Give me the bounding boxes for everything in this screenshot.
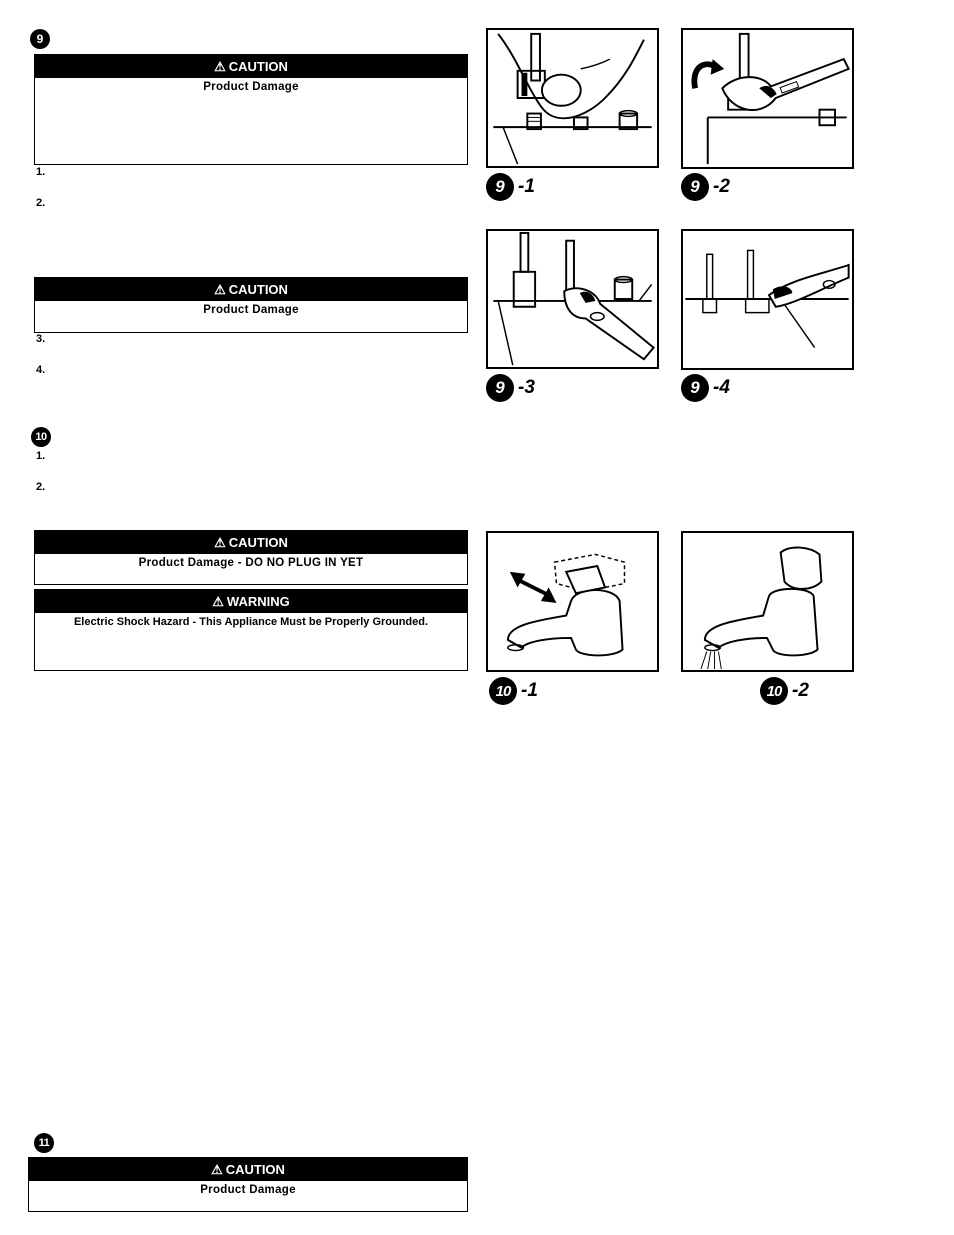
list-number: 4. bbox=[36, 364, 46, 376]
figure-9-1-label: 9 -1 bbox=[486, 173, 535, 201]
step-11-badge: 11 bbox=[34, 1133, 54, 1153]
warning-triangle-icon: ⚠ bbox=[214, 58, 226, 74]
warning-triangle-icon: ⚠ bbox=[214, 534, 226, 550]
pliers-connection-illustration bbox=[685, 249, 850, 349]
figure-number-badge: 10 bbox=[489, 677, 517, 705]
list-number: 3. bbox=[36, 333, 46, 345]
figure-suffix: -1 bbox=[518, 176, 535, 197]
figure-9-4-label: 9 -4 bbox=[681, 374, 730, 402]
figure-10-1 bbox=[486, 531, 659, 672]
figure-suffix: -2 bbox=[792, 680, 809, 701]
caution-title: CAUTION bbox=[225, 1162, 285, 1177]
caution-header: ⚠ CAUTION bbox=[35, 55, 467, 78]
step-10-badge: 10 bbox=[31, 427, 51, 447]
faucet-handle-move-illustration bbox=[506, 553, 626, 657]
list-number: 1. bbox=[36, 450, 46, 462]
warning-header: ⚠ WARNING bbox=[35, 590, 467, 613]
step-9-number: 9 bbox=[36, 32, 44, 46]
figure-number-badge: 9 bbox=[681, 173, 709, 201]
list-number: 1. bbox=[36, 166, 46, 178]
caution-header: ⚠ CAUTION bbox=[35, 531, 467, 554]
figure-9-2 bbox=[681, 28, 854, 169]
figure-suffix: -3 bbox=[518, 377, 535, 398]
warning-triangle-icon: ⚠ bbox=[211, 1161, 223, 1177]
faucet-running-illustration bbox=[700, 546, 823, 670]
figure-suffix: -1 bbox=[521, 680, 538, 701]
caution-title: CAUTION bbox=[228, 535, 288, 550]
list-number: 2. bbox=[36, 481, 46, 493]
figure-10-2-label: 10 -2 bbox=[760, 677, 809, 705]
figure-number-badge: 10 bbox=[760, 677, 788, 705]
caution-box-2: ⚠ CAUTION Product Damage bbox=[34, 277, 468, 333]
figure-number-badge: 9 bbox=[681, 374, 709, 402]
figure-9-2-label: 9 -2 bbox=[681, 173, 730, 201]
warning-title: WARNING bbox=[226, 594, 290, 609]
figure-number-badge: 9 bbox=[486, 374, 514, 402]
wrench-tighten-illustration bbox=[691, 32, 850, 165]
figure-10-1-label: 10 -1 bbox=[489, 677, 538, 705]
figure-9-1 bbox=[486, 28, 659, 168]
step-9-badge: 9 bbox=[30, 29, 50, 49]
caution-header: ⚠ CAUTION bbox=[35, 278, 467, 301]
warning-triangle-icon: ⚠ bbox=[212, 593, 224, 609]
wrench-hold-illustration bbox=[493, 231, 655, 366]
step-10-number: 10 bbox=[35, 431, 47, 443]
caution-box-4: ⚠ CAUTION Product Damage bbox=[28, 1157, 468, 1212]
hex-key-hand-illustration bbox=[493, 32, 652, 165]
caution-box-3: ⚠ CAUTION Product Damage - DO NO PLUG IN… bbox=[34, 530, 468, 585]
figure-suffix: -2 bbox=[713, 176, 730, 197]
caution-subtitle: Product Damage - DO NO PLUG IN YET bbox=[138, 557, 364, 569]
warning-subtitle: Electric Shock Hazard - This Appliance M… bbox=[73, 616, 429, 628]
figure-9-4 bbox=[681, 229, 854, 370]
caution-subtitle: Product Damage bbox=[200, 1184, 296, 1196]
list-number: 2. bbox=[36, 197, 46, 209]
caution-header: ⚠ CAUTION bbox=[29, 1158, 467, 1181]
caution-title: CAUTION bbox=[228, 59, 288, 74]
caution-box-1: ⚠ CAUTION Product Damage bbox=[34, 54, 468, 165]
figure-number-badge: 9 bbox=[486, 173, 514, 201]
warning-triangle-icon: ⚠ bbox=[214, 281, 226, 297]
caution-title: CAUTION bbox=[228, 282, 288, 297]
figure-9-3 bbox=[486, 229, 659, 369]
figure-suffix: -4 bbox=[713, 377, 730, 398]
caution-subtitle: Product Damage bbox=[203, 81, 299, 93]
caution-subtitle: Product Damage bbox=[203, 304, 299, 316]
figure-9-3-label: 9 -3 bbox=[486, 374, 535, 402]
figure-10-2 bbox=[681, 531, 854, 672]
warning-box: ⚠ WARNING Electric Shock Hazard - This A… bbox=[34, 589, 468, 671]
step-11-number: 11 bbox=[38, 1137, 50, 1149]
